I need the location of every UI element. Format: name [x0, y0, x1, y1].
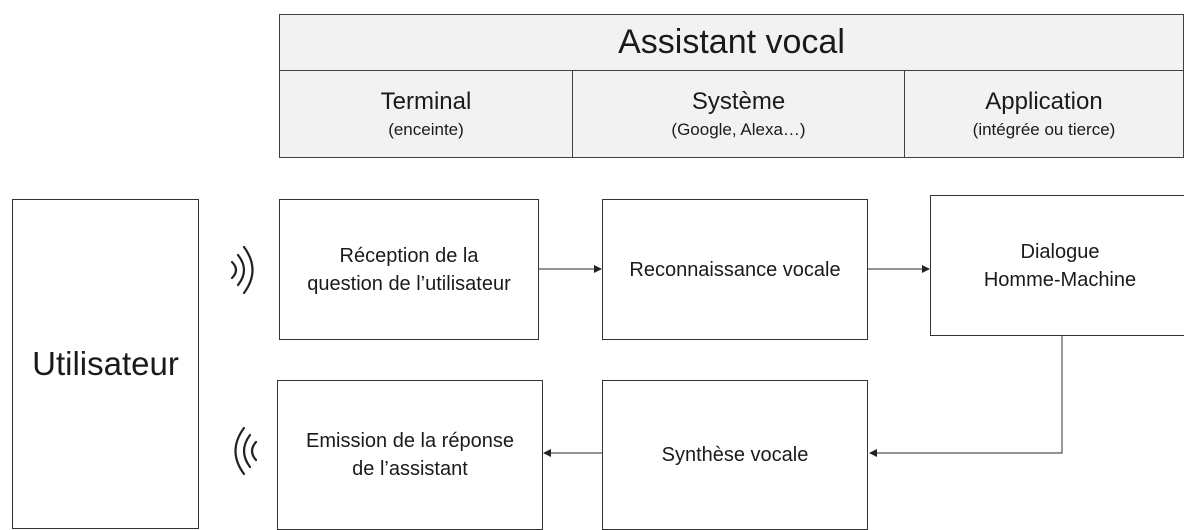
- recognition-box: Reconnaissance vocale: [602, 199, 868, 340]
- dialogue-box: Dialogue Homme-Machine: [930, 195, 1184, 336]
- reception-line-1: Réception de la: [339, 244, 479, 267]
- synthesis-box: Synthèse vocale: [602, 380, 868, 530]
- reception-line-2: question de l’utilisateur: [307, 272, 511, 295]
- recognition-label: Reconnaissance vocale: [629, 258, 841, 281]
- column-name: Terminal: [380, 88, 472, 115]
- header-column-terminal: Terminal (enceinte): [279, 70, 573, 158]
- diagram-connectors: [230, 245, 1063, 476]
- emission-line-1: Emission de la réponse: [306, 430, 514, 452]
- sound-waves-in-icon: [234, 426, 258, 476]
- sound-waves-out-icon: [230, 245, 254, 295]
- column-name: Système: [691, 88, 786, 115]
- synthesis-label: Synthèse vocale: [661, 444, 809, 466]
- dialogue-line-2: Homme-Machine: [983, 268, 1137, 291]
- header-column-application: Application (intégrée ou tierce): [904, 70, 1184, 158]
- column-name: Application: [985, 88, 1103, 115]
- header-column-system: Système (Google, Alexa…): [572, 70, 905, 158]
- header-title: Assistant vocal: [279, 14, 1184, 71]
- arrow-dialogue-to-synthesis: [869, 336, 1063, 457]
- user-label: Utilisateur: [32, 345, 179, 382]
- column-detail: (enceinte): [388, 120, 464, 139]
- column-detail: (intégrée ou tierce): [972, 120, 1116, 139]
- reception-box: Réception de la question de l’utilisateu…: [279, 199, 539, 340]
- emission-line-2: de l’assistant: [352, 458, 468, 480]
- dialogue-line-1: Dialogue: [1020, 240, 1100, 263]
- user-box: Utilisateur: [12, 199, 199, 529]
- column-detail: (Google, Alexa…): [671, 120, 806, 139]
- emission-box: Emission de la réponse de l’assistant: [277, 380, 543, 530]
- header-title-text: Assistant vocal: [618, 23, 845, 61]
